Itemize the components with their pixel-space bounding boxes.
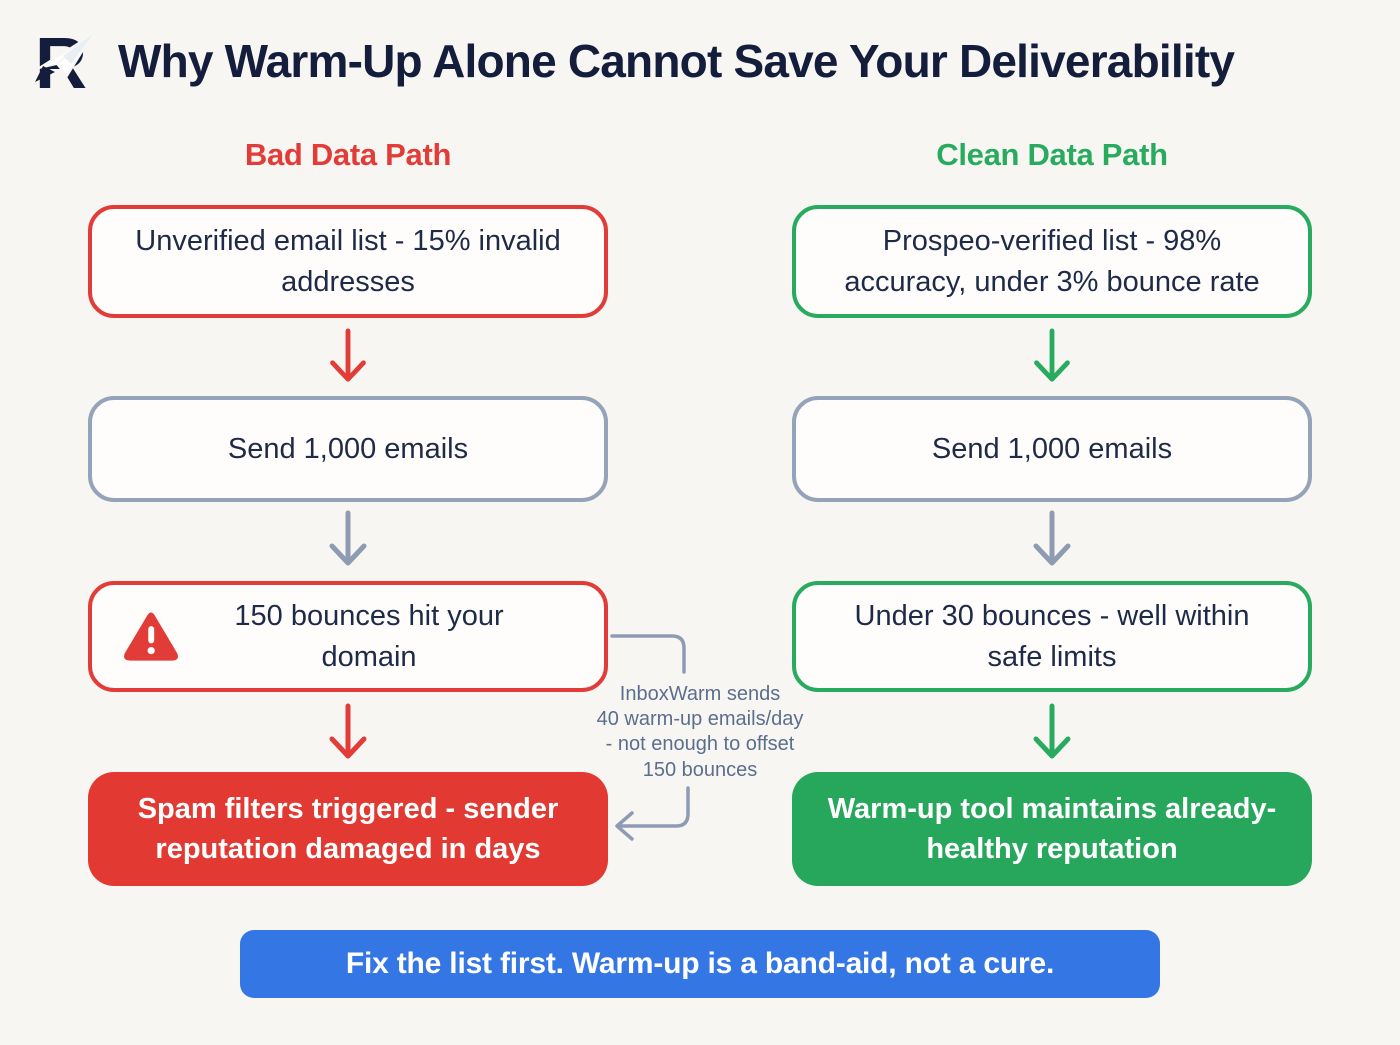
bad-step-send-emails-label: Send 1,000 emails [227,432,469,465]
bad-step-unverified-list-label: Unverified email list - 15% invalid addr… [135,225,561,298]
clean-arrow-1-icon [1030,328,1074,386]
bad-step-send-emails: Send 1,000 emails [88,396,608,502]
clean-step-low-bounces-label: Under 30 bounces - well within safe limi… [854,600,1250,673]
clean-arrow-2-icon [1030,510,1074,570]
bad-step-unverified-list: Unverified email list - 15% invalid addr… [88,205,608,318]
clean-step-healthy-reputation: Warm-up tool maintains already-healthy r… [792,772,1312,886]
annotation-line: 150 bounces [642,758,758,781]
bad-arrow-1-icon [326,328,370,386]
inboxwarm-annotation: InboxWarm sends 40 warm-up emails/day - … [560,682,840,783]
conclusion-banner-label: Fix the list first. Warm-up is a band-ai… [345,947,1055,980]
annotation-line: 40 warm-up emails/day [596,708,804,731]
clean-arrow-3-icon [1030,701,1074,765]
bad-step-spam-filters: Spam filters triggered - sender reputati… [88,772,608,886]
bad-step-bounces: 150 bounces hit your domain [88,581,608,692]
bad-arrow-2-icon [326,510,370,570]
clean-data-path-heading: Clean Data Path [936,137,1168,172]
annotation-line: InboxWarm sends [619,683,781,705]
annotation-line: - not enough to offset [605,733,795,756]
clean-step-send-emails: Send 1,000 emails [792,396,1312,502]
page-title: Why Warm-Up Alone Cannot Save Your Deliv… [118,35,1235,87]
clean-step-verified-list-label: Prospeo-verified list - 98% accuracy, un… [844,225,1260,298]
annotation-connector-arrow [610,634,690,841]
brand-logo-icon: R [35,24,94,98]
clean-step-verified-list: Prospeo-verified list - 98% accuracy, un… [792,205,1312,318]
clean-step-send-emails-label: Send 1,000 emails [931,432,1173,465]
bad-arrow-3-icon [326,701,370,765]
bad-step-spam-filters-label: Spam filters triggered - sender reputati… [137,792,559,865]
clean-step-low-bounces: Under 30 bounces - well within safe limi… [792,581,1312,692]
bad-data-path-heading: Bad Data Path [244,137,452,172]
conclusion-banner: Fix the list first. Warm-up is a band-ai… [240,930,1160,998]
bad-step-bounces-label: 150 bounces hit your domain [234,600,504,673]
warning-triangle-icon [124,612,178,661]
clean-step-healthy-reputation-label: Warm-up tool maintains already-healthy r… [827,792,1277,865]
